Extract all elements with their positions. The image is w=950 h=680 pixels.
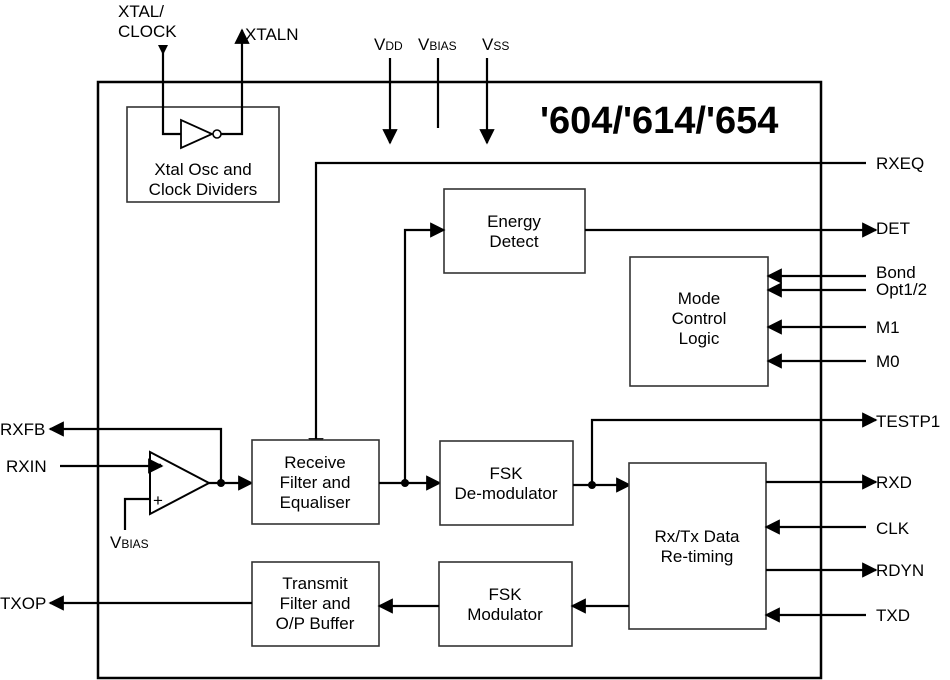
svg-text:Filter and: Filter and: [280, 473, 351, 492]
pin-xtaln: XTALN: [245, 25, 299, 44]
pin-vss: VSS: [482, 35, 509, 54]
svg-text:Energy: Energy: [487, 212, 541, 231]
svg-text:Xtal Osc and: Xtal Osc and: [154, 160, 251, 179]
xtal-clock-wire: [161, 45, 181, 136]
svg-text:Receive: Receive: [284, 453, 345, 472]
data-retiming-block: Rx/Tx Data Re-timing: [628, 462, 767, 630]
svg-text:Equaliser: Equaliser: [280, 493, 351, 512]
svg-text:Mode: Mode: [678, 289, 721, 308]
pin-m0: M0: [876, 352, 900, 371]
pin-vbias: VBIAS: [418, 35, 457, 54]
pin-txop: TXOP: [0, 594, 46, 613]
fsk-demodulator-block: FSK De-modulator: [439, 440, 574, 526]
mode-control-block: Mode Control Logic: [629, 256, 769, 387]
pin-opt: Opt1/2: [876, 280, 927, 299]
svg-text:−: −: [152, 455, 162, 474]
receive-filter-block: Receive Filter and Equaliser: [251, 439, 380, 525]
svg-text:Clock Dividers: Clock Dividers: [149, 180, 258, 199]
energy-detect-block: Energy Detect: [443, 188, 586, 274]
pin-rxin: RXIN: [6, 457, 47, 476]
pin-bond: Bond: [876, 263, 916, 282]
fsk-modulator-block: FSK Modulator: [438, 561, 573, 647]
pin-rxfb: RXFB: [0, 420, 45, 439]
pin-xtal-clock-1: XTAL/: [118, 2, 164, 21]
pin-vbias-amp: VBIAS: [110, 533, 149, 552]
chip-boundary: [96, 80, 823, 680]
xtal-osc-block: Xtal Osc and Clock Dividers: [126, 106, 280, 203]
pin-vdd: VDD: [374, 35, 403, 54]
svg-text:Logic: Logic: [679, 329, 720, 348]
vbias-amp-wire: [123, 497, 150, 530]
pin-rxeq: RXEQ: [876, 154, 924, 173]
svg-text:O/P Buffer: O/P Buffer: [276, 614, 355, 633]
pin-xtal-clock-2: CLOCK: [118, 22, 177, 41]
opamp-icon: [149, 450, 212, 516]
rxeq-wire: [308, 161, 866, 454]
testp1-wire: [590, 412, 878, 485]
svg-text:Detect: Detect: [489, 232, 538, 251]
svg-text:Transmit: Transmit: [282, 574, 348, 593]
svg-text:Filter and: Filter and: [280, 594, 351, 613]
pin-txd: TXD: [876, 606, 910, 625]
pin-clk: CLK: [876, 519, 910, 538]
energy-input-wire: [403, 222, 446, 482]
svg-text:Modulator: Modulator: [467, 605, 543, 624]
pin-testp1: TESTP1: [876, 412, 940, 431]
svg-text:Re-timing: Re-timing: [661, 547, 734, 566]
transmit-filter-block: Transmit Filter and O/P Buffer: [251, 561, 380, 647]
pin-rdyn: RDYN: [876, 561, 924, 580]
pin-m1: M1: [876, 318, 900, 337]
rxfb-wire: [48, 421, 223, 483]
pin-det: DET: [876, 219, 910, 238]
svg-text:FSK: FSK: [489, 464, 523, 483]
chip-title: '604/'614/'654: [540, 100, 778, 142]
pin-rxd: RXD: [876, 473, 912, 492]
svg-text:+: +: [153, 491, 163, 510]
xtaln-wire: [221, 28, 250, 136]
svg-text:Rx/Tx Data: Rx/Tx Data: [654, 527, 740, 546]
svg-text:FSK: FSK: [488, 585, 522, 604]
svg-text:Control: Control: [672, 309, 727, 328]
svg-text:De-modulator: De-modulator: [455, 484, 558, 503]
